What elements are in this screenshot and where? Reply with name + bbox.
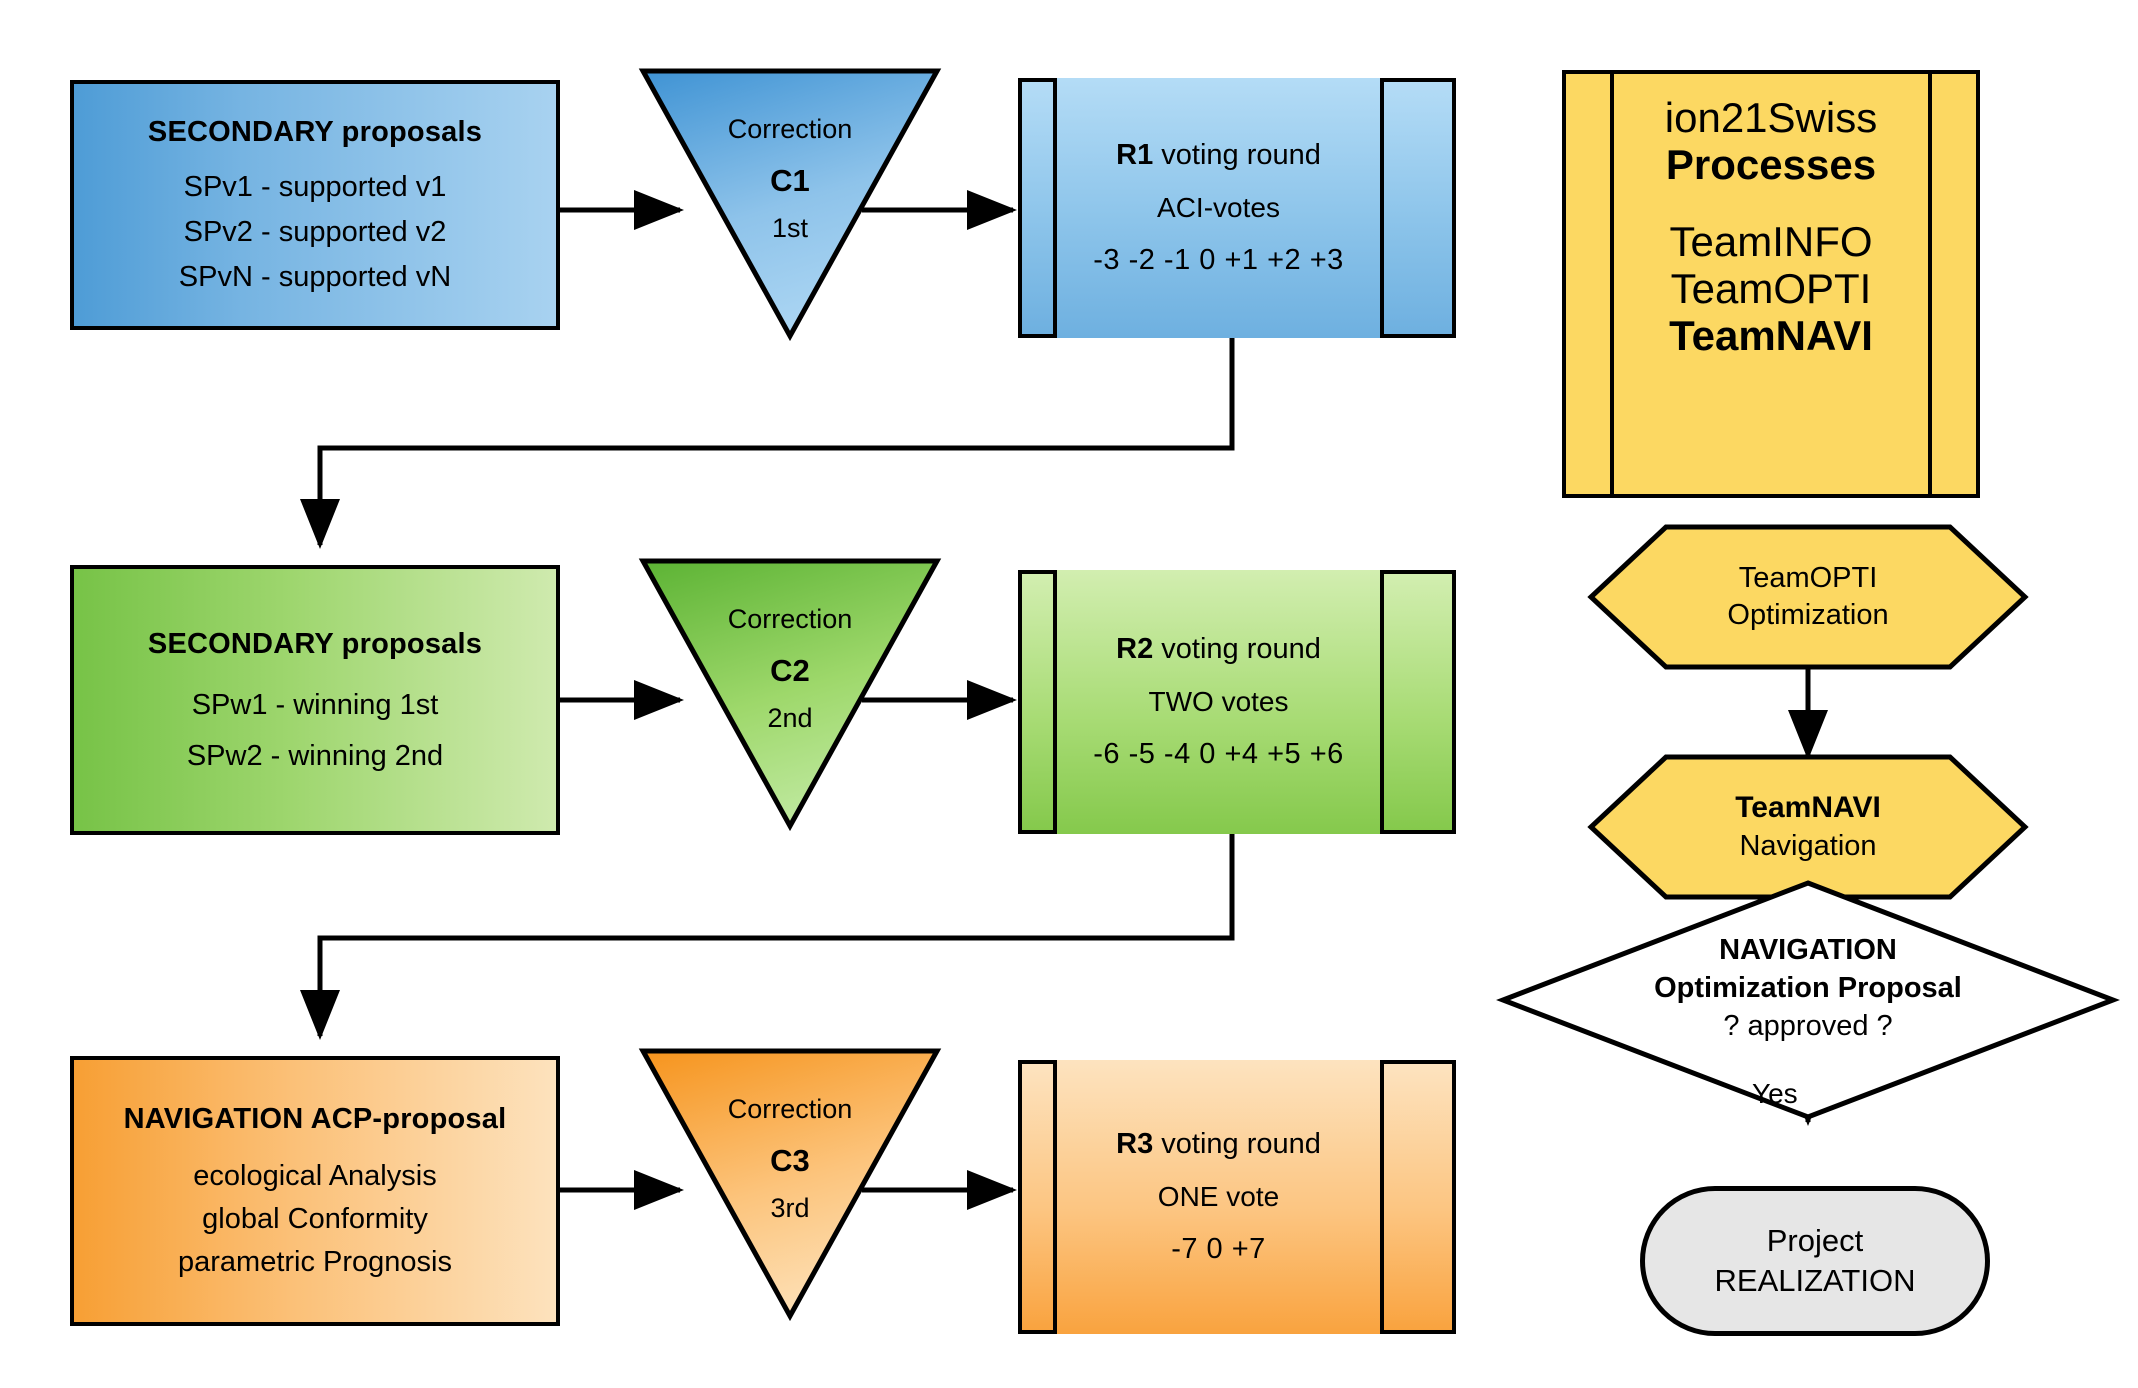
hexagon-label: TeamOPTI Optimization — [1588, 524, 2028, 670]
box-line: SPvN - supported vN — [178, 261, 452, 293]
hexagon-line-2: Optimization — [1727, 599, 1889, 631]
legend-panel: ion21Swiss Processes TeamINFO TeamOPTI T… — [1562, 70, 1980, 498]
hexagon-line-2: Navigation — [1739, 829, 1877, 862]
decision-diamond-navigation-approval[interactable]: NAVIGATION Optimization Proposal ? appro… — [1496, 880, 2120, 1120]
voting-round-title: R1 voting round — [1116, 139, 1321, 171]
triangle-shape — [638, 1048, 942, 1322]
voting-round-box-r1[interactable]: R1 voting round ACI-votes -3 -2 -1 0 +1 … — [1018, 78, 1456, 338]
box-line: SPv2 - supported v2 — [183, 216, 447, 248]
legend-line-3: TeamINFO — [1669, 218, 1873, 266]
box-title: NAVIGATION ACP-proposal — [123, 1103, 507, 1135]
legend-line-4: TeamOPTI — [1670, 265, 1872, 313]
correction-code: C2 — [770, 653, 810, 688]
correction-ordinal: 2nd — [767, 703, 813, 733]
box-line: global Conformity — [202, 1203, 428, 1235]
voting-round-subtitle: TWO votes — [1148, 686, 1289, 717]
secondary-proposals-box-row1[interactable]: SECONDARY proposals SPv1 - supported v1 … — [70, 80, 560, 330]
navigation-acp-proposal-box[interactable]: NAVIGATION ACP-proposal ecological Analy… — [70, 1056, 560, 1326]
correction-ordinal: 3rd — [770, 1193, 810, 1223]
decision-line-2: Optimization Proposal — [1654, 972, 1962, 1005]
voting-round-subtitle: ONE vote — [1157, 1181, 1280, 1212]
correction-triangle-c3[interactable]: Correction C3 3rd — [638, 1048, 942, 1322]
legend-inner-panel: ion21Swiss Processes TeamINFO TeamOPTI T… — [1610, 70, 1932, 498]
voting-round-box-r3[interactable]: R3 voting round ONE vote -7 0 +7 — [1018, 1060, 1456, 1334]
arrow-row1-to-row2 — [300, 335, 1235, 550]
box-line: SPw2 - winning 2nd — [186, 739, 444, 772]
box-line: ecological Analysis — [193, 1160, 437, 1192]
correction-label: Correction — [727, 114, 853, 144]
correction-label: Correction — [727, 1094, 853, 1124]
arrow-row2-to-row3 — [300, 826, 1235, 1041]
hexagon-teamnavi[interactable]: TeamNAVI Navigation — [1587, 754, 2029, 900]
terminal-line-1: Project — [1766, 1222, 1864, 1258]
decision-label: NAVIGATION Optimization Proposal ? appro… — [1500, 858, 2116, 1120]
box-line: SPw1 - winning 1st — [191, 688, 439, 721]
correction-triangle-c1[interactable]: Correction C1 1st — [638, 68, 942, 342]
triangle-shape — [638, 558, 942, 832]
voting-round-inner-panel: R3 voting round ONE vote -7 0 +7 — [1053, 1060, 1384, 1334]
box-line: SPv1 - supported v1 — [183, 171, 447, 203]
hexagon-shape — [1587, 524, 2029, 670]
voting-round-scale: -3 -2 -1 0 +1 +2 +3 — [1093, 244, 1344, 276]
voting-round-title: R3 voting round — [1116, 1128, 1321, 1160]
hexagon-label: TeamNAVI Navigation — [1588, 754, 2028, 900]
hexagon-line-1: TeamOPTI — [1738, 561, 1878, 594]
voting-round-subtitle: ACI-votes — [1157, 192, 1280, 223]
branch-label-yes: Yes — [1752, 1078, 1798, 1109]
legend-line-5: TeamNAVI — [1669, 312, 1873, 360]
hexagon-shape — [1587, 754, 2029, 900]
box-title: SECONDARY proposals — [147, 627, 483, 660]
voting-round-title: R2 voting round — [1116, 633, 1321, 665]
terminal-project-realization[interactable]: Project REALIZATION — [1640, 1186, 1990, 1336]
hexagon-line-1: TeamNAVI — [1735, 791, 1881, 825]
triangle-shape — [638, 68, 942, 342]
secondary-proposals-box-row2[interactable]: SECONDARY proposals SPw1 - winning 1st S… — [70, 565, 560, 835]
voting-round-inner-panel: R1 voting round ACI-votes -3 -2 -1 0 +1 … — [1053, 78, 1384, 338]
correction-code: C1 — [770, 163, 810, 198]
box-title: SECONDARY proposals — [147, 116, 483, 148]
correction-code: C3 — [770, 1143, 810, 1178]
voting-round-scale: -7 0 +7 — [1171, 1233, 1266, 1265]
hexagon-teamopti[interactable]: TeamOPTI Optimization — [1587, 524, 2029, 670]
voting-round-inner-panel: R2 voting round TWO votes -6 -5 -4 0 +4 … — [1053, 570, 1384, 834]
legend-line-2: Processes — [1665, 141, 1877, 189]
correction-ordinal: 1st — [771, 213, 809, 243]
decision-line-3: ? approved ? — [1723, 1009, 1893, 1042]
decision-line-1: NAVIGATION — [1719, 934, 1897, 967]
box-line: parametric Prognosis — [178, 1246, 452, 1278]
voting-round-box-r2[interactable]: R2 voting round TWO votes -6 -5 -4 0 +4 … — [1018, 570, 1456, 834]
diamond-shape — [1496, 880, 2120, 1120]
correction-label: Correction — [727, 604, 853, 634]
voting-round-scale: -6 -5 -4 0 +4 +5 +6 — [1093, 738, 1344, 770]
terminal-line-2: REALIZATION — [1714, 1263, 1916, 1298]
correction-triangle-c2[interactable]: Correction C2 2nd — [638, 558, 942, 832]
legend-line-1: ion21Swiss — [1664, 94, 1878, 141]
